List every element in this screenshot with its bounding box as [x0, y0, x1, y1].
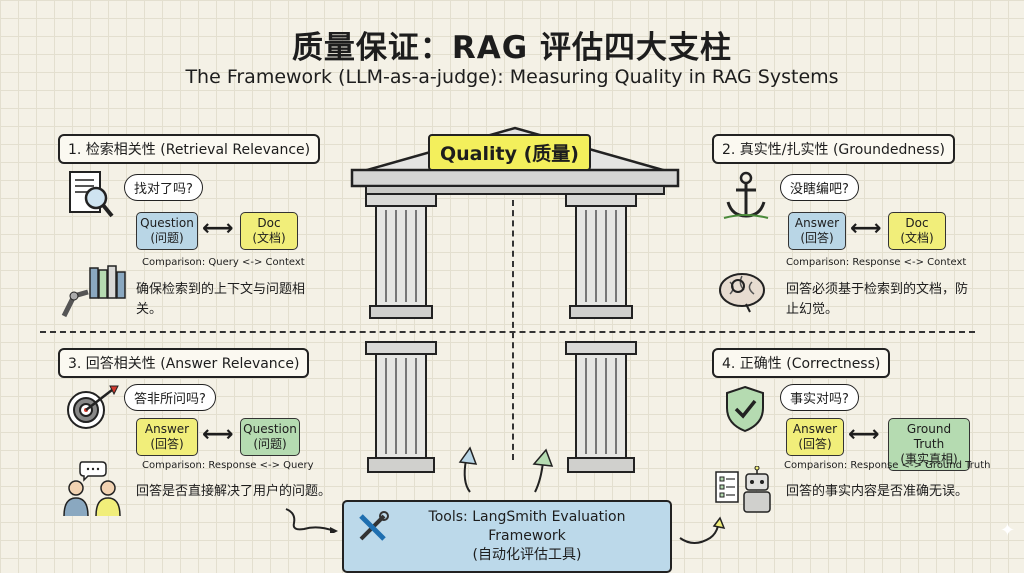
robot-arm-books-icon	[61, 265, 126, 318]
section1-title: 1. 检索相关性 (Retrieval Relevance)	[58, 134, 321, 164]
wrench-screwdriver-icon	[359, 511, 389, 541]
bidirectional-arrow-icon: ⟷	[202, 216, 234, 241]
section1-comparison: Comparison: Query <-> Context	[142, 257, 305, 268]
page-title: 质量保证：RAG 评估四大支柱	[291, 30, 733, 66]
section1-bubble: 找对了吗?	[124, 174, 203, 201]
section2-right-box-label: Doc (文档)	[900, 216, 934, 245]
page-subtitle: The Framework (LLM-as-a-judge): Measurin…	[185, 66, 839, 88]
bidirectional-arrow-icon: ⟷	[848, 422, 880, 447]
section3-comparison: Comparison: Response <-> Query	[142, 460, 314, 471]
shield-check-icon	[726, 385, 764, 433]
tools-line1: Tools: LangSmith Evaluation Framework	[428, 509, 626, 544]
people-conversation-icon	[63, 461, 121, 516]
magnifier-document-icon	[69, 171, 114, 218]
robot-checklist-icon	[715, 466, 771, 513]
tools-box: Tools: LangSmith Evaluation Framework (自…	[342, 500, 672, 573]
section4-title: 4. 正确性 (Correctness)	[712, 348, 891, 378]
section3-right-box: Question (问题)	[240, 418, 300, 456]
section1-right-box: Doc (文档)	[240, 212, 298, 250]
target-arrow-icon	[67, 385, 119, 429]
section1-left-box-label: Question (问题)	[140, 216, 194, 245]
section2-right-box: Doc (文档)	[888, 212, 946, 250]
section2-title: 2. 真实性/扎实性 (Groundedness)	[712, 134, 955, 164]
section4-bubble: 事实对吗?	[780, 384, 859, 411]
section3-description: 回答是否直接解决了用户的问题。	[136, 484, 332, 499]
section1-description: 确保检索到的上下文与问题相关。	[136, 282, 306, 317]
section3-left-box: Answer (回答)	[136, 418, 198, 456]
curly-arrow-right-icon	[679, 516, 726, 544]
section3-left-box-label: Answer (回答)	[144, 422, 190, 451]
vertical-divider	[512, 200, 514, 460]
section2-comparison: Comparison: Response <-> Context	[786, 257, 967, 268]
section4-comparison: Comparison: Response <-> Ground Truth	[784, 460, 991, 471]
section2-description: 回答必须基于检索到的文档，防止幻觉。	[786, 282, 969, 317]
section1-right-box-label: Doc (文档)	[252, 216, 286, 245]
sparkle-icon: ✦	[1000, 520, 1016, 541]
section2-left-box: Answer (回答)	[788, 212, 846, 250]
section3-right-box-label: Question (问题)	[243, 422, 297, 451]
section4-right-box-label: Ground Truth (事实真相)	[900, 422, 958, 466]
section3-title: 3. 回答相关性 (Answer Relevance)	[58, 348, 310, 378]
section3-bubble: 答非所问吗?	[124, 384, 216, 411]
section1-left-box: Question (问题)	[136, 212, 198, 250]
section4-right-box: Ground Truth (事实真相)	[888, 418, 970, 471]
tools-line2: (自动化评估工具)	[472, 547, 582, 563]
section4-description: 回答的事实内容是否准确无误。	[786, 484, 969, 499]
temple-illustration	[350, 126, 680, 493]
brain-icon	[719, 273, 765, 313]
section2-left-box-label: Answer (回答)	[794, 216, 840, 245]
horizontal-divider	[40, 331, 975, 333]
bidirectional-arrow-icon: ⟷	[202, 422, 234, 447]
bidirectional-arrow-icon: ⟷	[850, 216, 882, 241]
section2-bubble: 没瞎编吧?	[780, 174, 859, 201]
anchor-icon	[723, 171, 769, 219]
quality-label: Quality (质量)	[428, 134, 591, 171]
section4-left-box-label: Answer (回答)	[792, 422, 838, 451]
curly-arrow-left-icon	[285, 508, 338, 533]
section4-left-box: Answer (回答)	[786, 418, 844, 456]
